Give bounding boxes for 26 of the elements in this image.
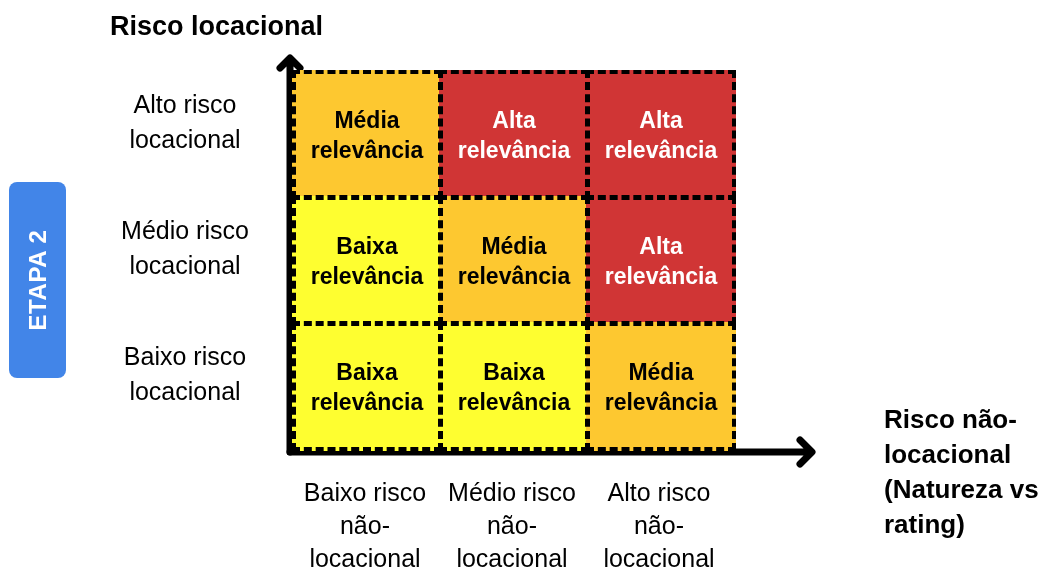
- row-label: Baixo risco locacional: [122, 341, 248, 407]
- row-label: Médio risco locacional: [120, 215, 250, 281]
- axis-title: Risco não-locacional (Natureza vs rating): [884, 403, 1040, 541]
- matrix-cell: [292, 70, 442, 199]
- matrix-cell: [292, 196, 442, 325]
- cell-text: Média relevância: [456, 231, 572, 291]
- column-label: Baixo risco não-locacional: [302, 477, 428, 574]
- axis-title: Risco locacional: [110, 10, 324, 43]
- cell-text: Alta relevância: [603, 231, 719, 291]
- cell-text: Baixa relevância: [456, 357, 572, 417]
- cell-text: Baixa relevância: [309, 231, 425, 291]
- matrix-cell: [439, 196, 589, 325]
- matrix-cell: [586, 322, 736, 451]
- step-badge: ETAPA 2: [9, 182, 66, 378]
- column-label: Alto risco não-locacional: [602, 477, 716, 574]
- cell-text: Alta relevância: [456, 105, 572, 165]
- cell-text: Alta relevância: [603, 105, 719, 165]
- matrix-cell: [439, 322, 589, 451]
- matrix-cell: [586, 70, 736, 199]
- matrix-cell: [586, 196, 736, 325]
- column-label: Médio risco não-locacional: [447, 477, 577, 574]
- cell-text: Baixa relevância: [309, 357, 425, 417]
- matrix-cell: [439, 70, 589, 199]
- row-label: Alto risco locacional: [128, 89, 242, 155]
- cell-text: Média relevância: [309, 105, 425, 165]
- cell-text: Média relevância: [603, 357, 719, 417]
